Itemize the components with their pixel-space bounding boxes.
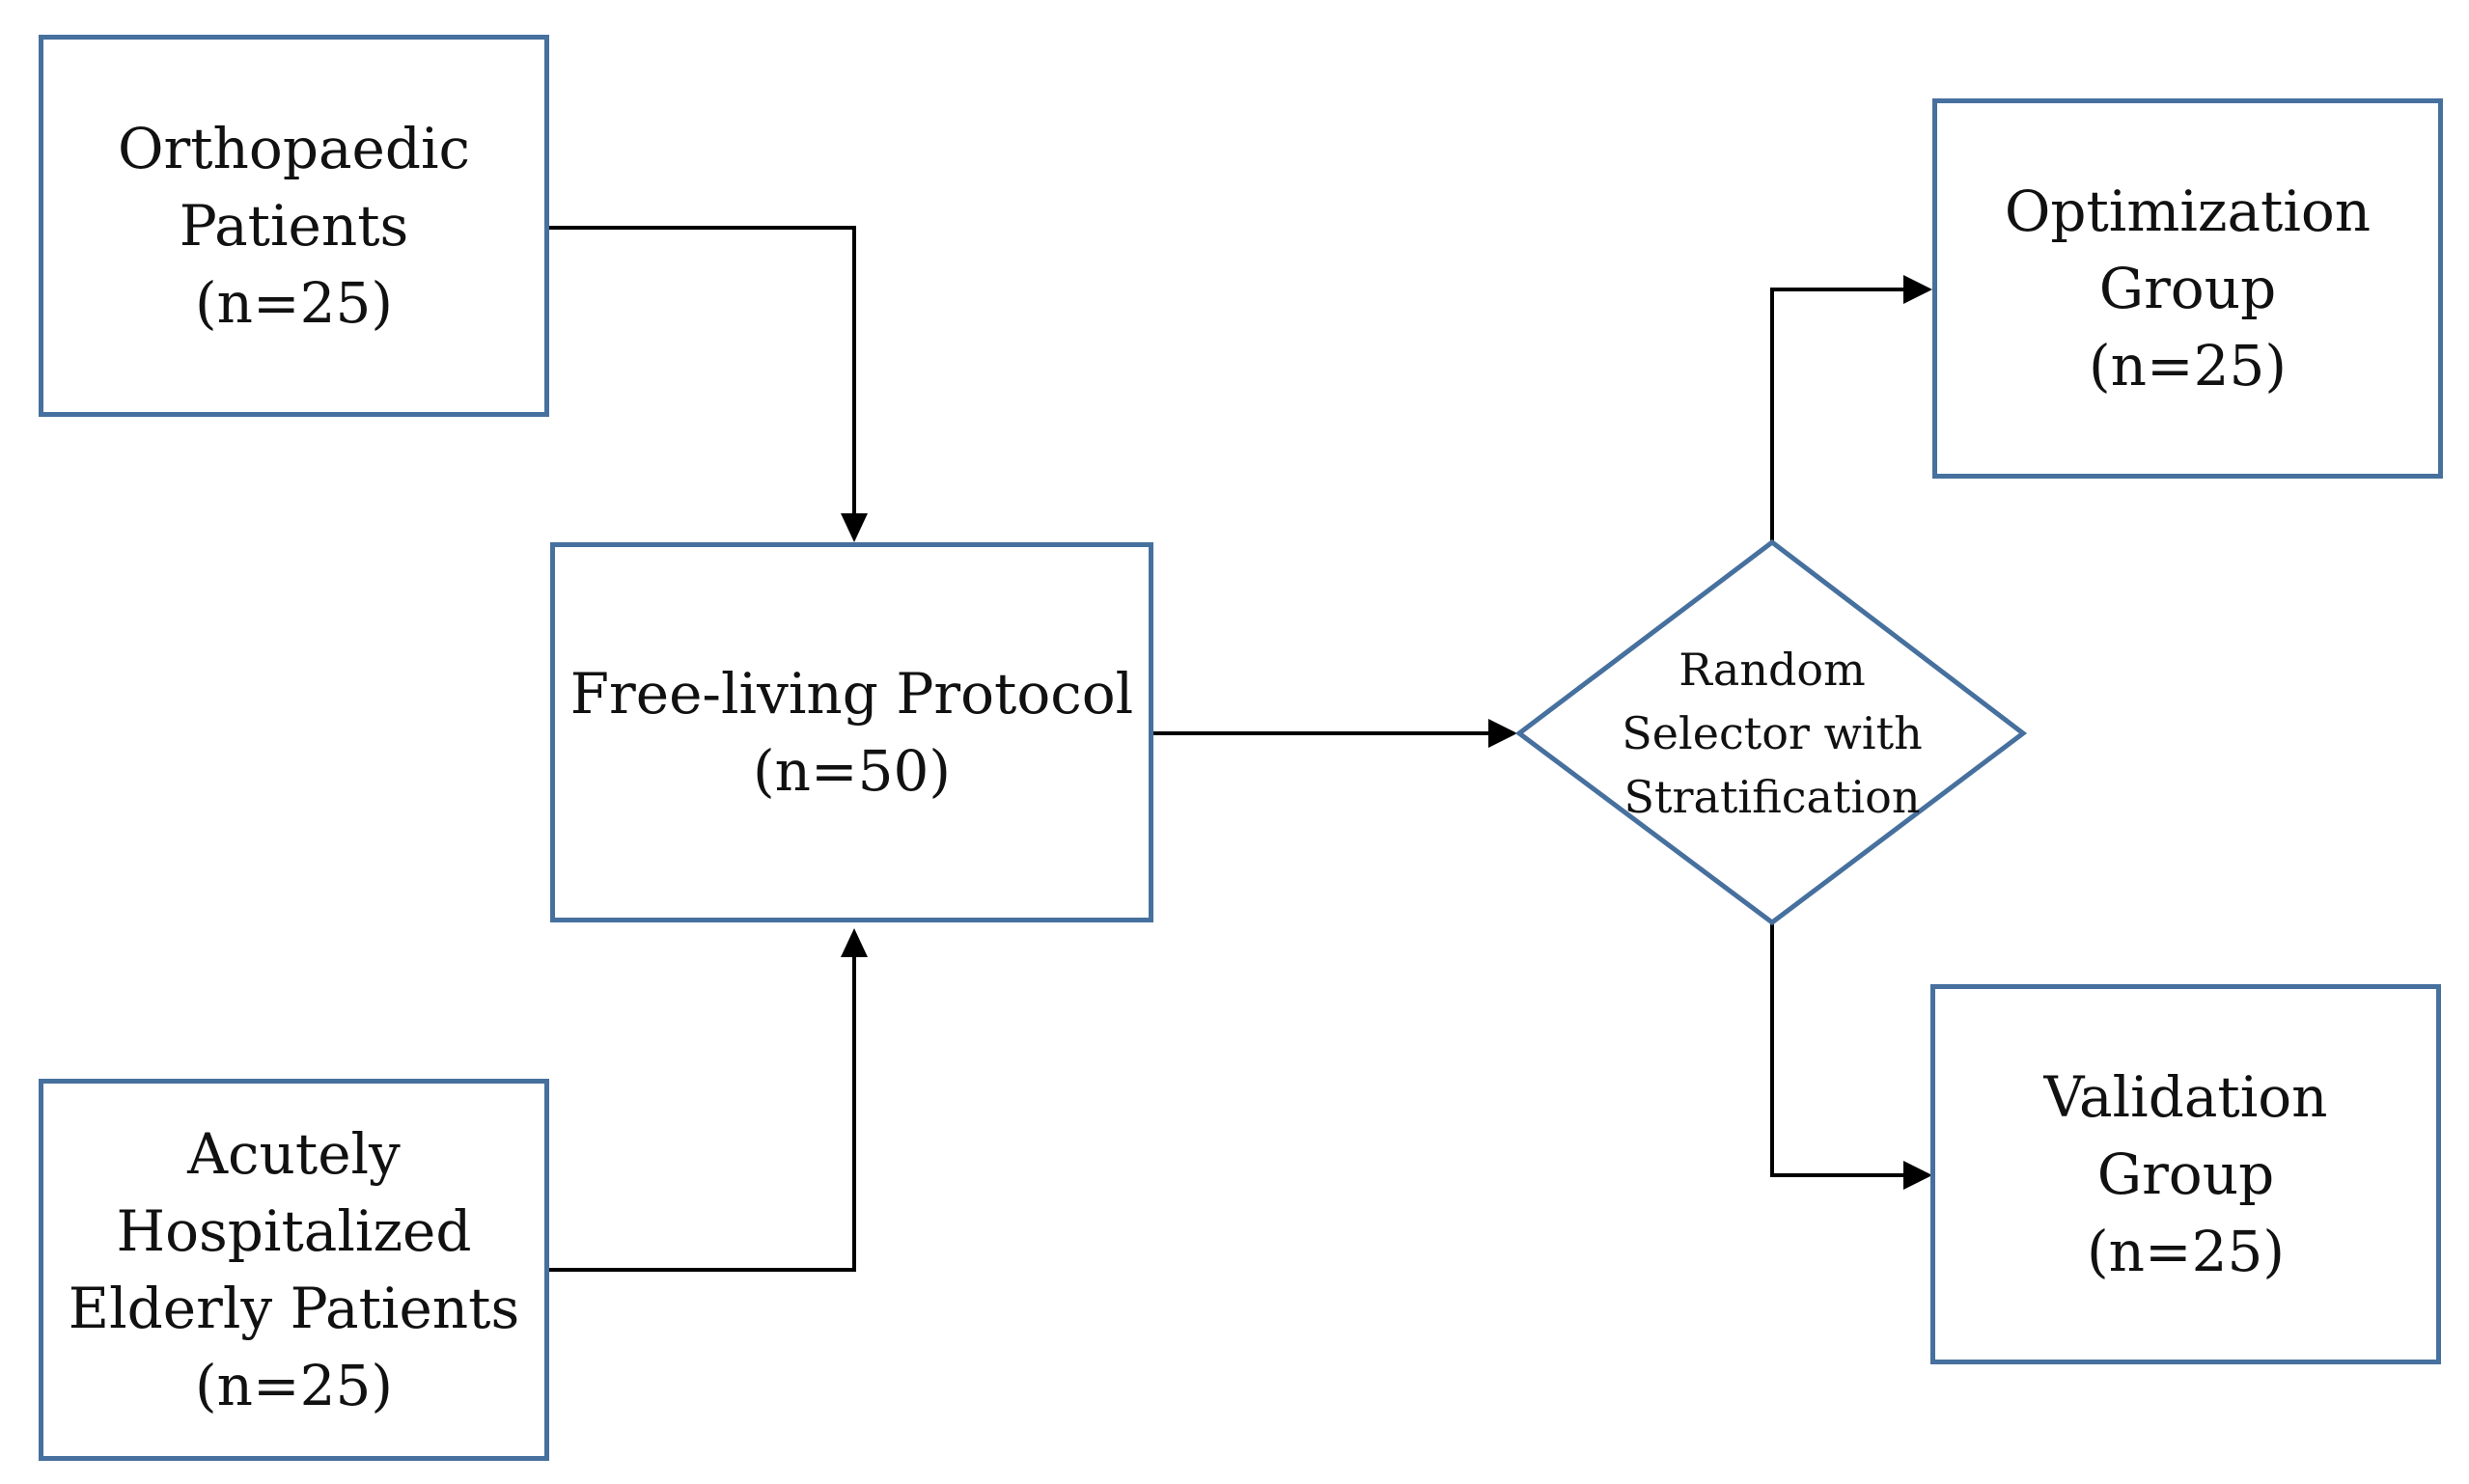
orthopaedic-line2: Patients bbox=[179, 193, 409, 259]
optimization-count: (n=25) bbox=[2088, 333, 2287, 398]
optimization-line2: Group bbox=[2098, 256, 2277, 321]
arrowhead-selector-to-optimization bbox=[1903, 275, 1932, 304]
elderly-patients-label: Acutely Hospitalized Elderly Patients (n… bbox=[69, 1115, 519, 1424]
validation-group-box: Validation Group (n=25) bbox=[1930, 984, 2441, 1364]
connector-selector-to-optimization bbox=[1770, 288, 1903, 542]
validation-line1: Validation bbox=[2043, 1064, 2328, 1130]
orthopaedic-patients-box: Orthopaedic Patients (n=25) bbox=[39, 35, 549, 417]
elderly-line1: Acutely bbox=[187, 1121, 401, 1187]
arrowhead-elderly-to-protocol bbox=[841, 928, 868, 957]
orthopaedic-line1: Orthopaedic bbox=[117, 116, 471, 181]
orthopaedic-patients-label: Orthopaedic Patients (n=25) bbox=[118, 110, 470, 342]
selector-line1: Random bbox=[1678, 644, 1866, 696]
free-living-protocol-box: Free-living Protocol (n=50) bbox=[550, 542, 1153, 922]
optimization-group-box: Optimization Group (n=25) bbox=[1932, 98, 2443, 479]
connector-orthopaedic-to-protocol bbox=[549, 226, 856, 515]
elderly-line3: Elderly Patients bbox=[68, 1276, 520, 1341]
protocol-count: (n=50) bbox=[752, 738, 951, 804]
selector-line2: Selector with bbox=[1622, 707, 1923, 759]
arrowhead-protocol-to-selector bbox=[1488, 719, 1517, 748]
validation-group-label: Validation Group (n=25) bbox=[2043, 1058, 2327, 1290]
elderly-count: (n=25) bbox=[194, 1353, 393, 1418]
optimization-line1: Optimization bbox=[2004, 179, 2372, 244]
connector-elderly-to-protocol bbox=[549, 955, 856, 1272]
arrowhead-orthopaedic-to-protocol bbox=[841, 513, 868, 542]
orthopaedic-count: (n=25) bbox=[194, 270, 393, 336]
selector-diamond bbox=[1514, 538, 2028, 926]
optimization-group-label: Optimization Group (n=25) bbox=[2005, 173, 2371, 404]
elderly-patients-box: Acutely Hospitalized Elderly Patients (n… bbox=[39, 1079, 549, 1461]
arrowhead-selector-to-validation bbox=[1903, 1161, 1932, 1190]
validation-count: (n=25) bbox=[2086, 1219, 2285, 1284]
random-selector-label: Random Selector with Stratification bbox=[1560, 638, 1984, 829]
free-living-protocol-label: Free-living Protocol (n=50) bbox=[570, 655, 1133, 810]
protocol-line1: Free-living Protocol bbox=[569, 661, 1134, 727]
connector-selector-to-validation bbox=[1770, 922, 1903, 1177]
elderly-line2: Hospitalized bbox=[116, 1198, 472, 1264]
selector-line3: Stratification bbox=[1623, 771, 1921, 823]
validation-line2: Group bbox=[2096, 1141, 2275, 1207]
